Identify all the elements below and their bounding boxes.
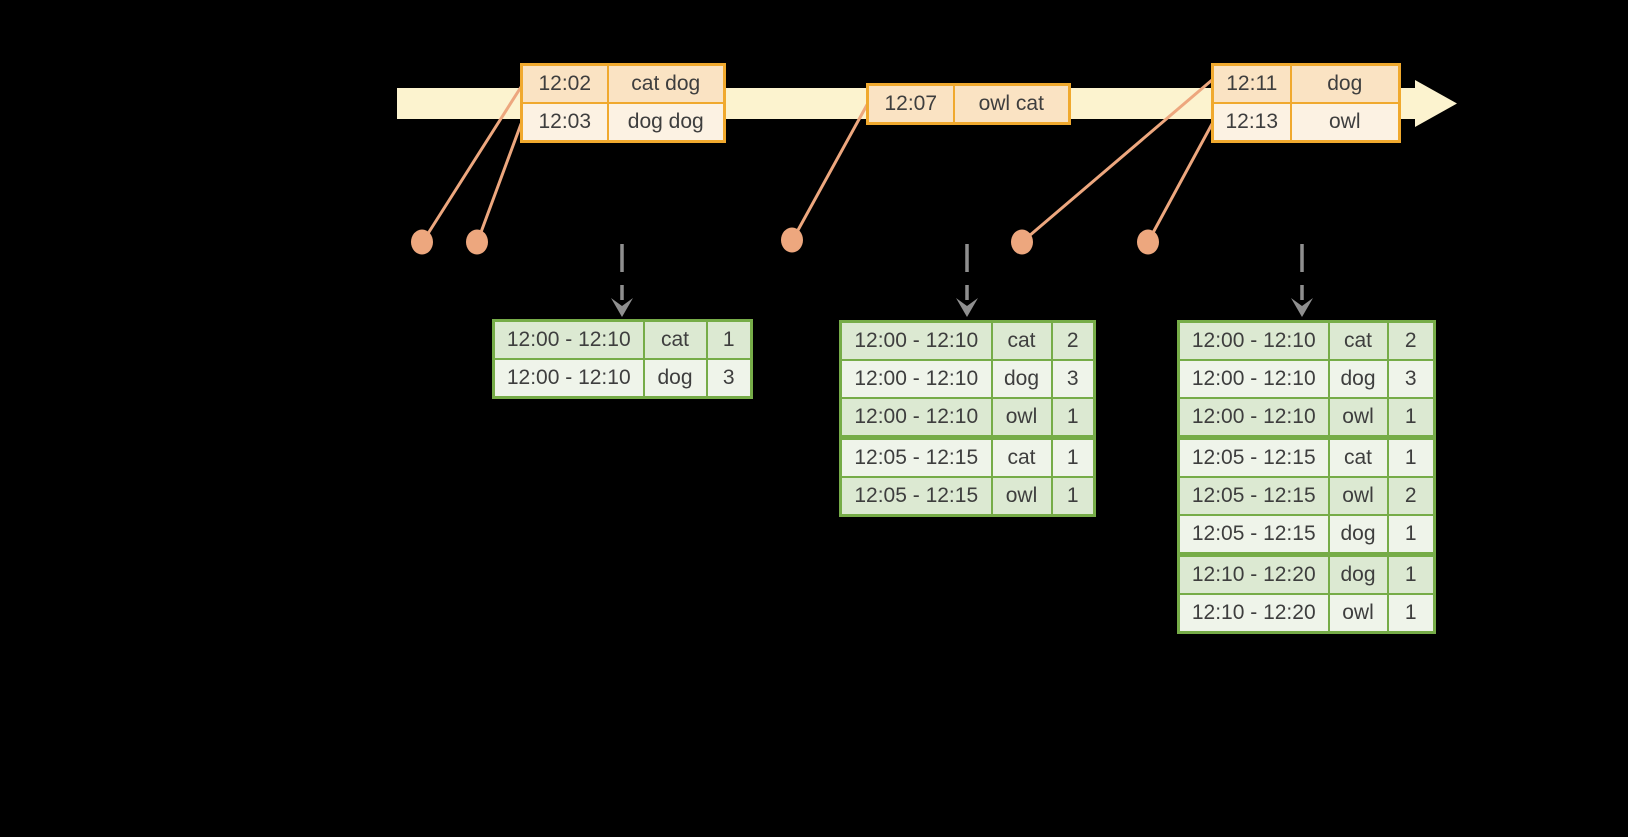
- event-words-cell: dog: [1289, 63, 1401, 104]
- result-window-cell: 12:00 - 12:10: [492, 358, 645, 399]
- event-connector-line: [1020, 78, 1214, 244]
- result-window-cell: 12:05 - 12:15: [1177, 514, 1330, 556]
- result-word-cell: owl: [1327, 476, 1389, 516]
- timeline-arrowhead-icon: [1415, 80, 1457, 127]
- event-time-cell: 12:13: [1211, 102, 1292, 143]
- result-count-cell: 3: [705, 358, 753, 399]
- result-count-cell: 1: [1050, 397, 1096, 439]
- result-count-cell: 1: [705, 319, 753, 360]
- result-count-cell: 1: [1386, 514, 1436, 556]
- event-connector-line: [420, 85, 523, 245]
- event-words-cell: dog dog: [606, 102, 726, 143]
- event-dot: [1137, 229, 1159, 255]
- result-word-cell: dog: [642, 358, 708, 399]
- event-words-cell: owl cat: [952, 83, 1071, 125]
- event-time-cell: 12:11: [1211, 63, 1292, 104]
- trigger-arrowhead-icon: [956, 298, 978, 317]
- result-window-cell: 12:00 - 12:10: [1177, 397, 1330, 439]
- result-word-cell: cat: [1327, 320, 1389, 361]
- event-dot: [411, 229, 433, 255]
- result-window-cell: 12:00 - 12:10: [1177, 359, 1330, 399]
- result-word-cell: cat: [990, 435, 1053, 478]
- event-dot: [1011, 229, 1033, 255]
- result-window-cell: 12:00 - 12:10: [839, 359, 993, 399]
- result-count-cell: 1: [1386, 397, 1436, 439]
- result-count-cell: 3: [1050, 359, 1096, 399]
- result-count-cell: 2: [1386, 476, 1436, 516]
- result-count-cell: 1: [1386, 552, 1436, 595]
- result-count-cell: 1: [1386, 435, 1436, 478]
- result-count-cell: 2: [1386, 320, 1436, 361]
- result-word-cell: owl: [990, 476, 1053, 517]
- result-window-cell: 12:05 - 12:15: [839, 476, 993, 517]
- result-word-cell: owl: [1327, 593, 1389, 634]
- event-connector-line: [1146, 122, 1214, 244]
- result-window-cell: 12:10 - 12:20: [1177, 593, 1330, 634]
- trigger-arrow: [956, 244, 978, 317]
- event-time-cell: 12:07: [866, 83, 955, 125]
- result-word-cell: cat: [642, 319, 708, 360]
- result-word-cell: dog: [1327, 514, 1389, 556]
- event-dot: [466, 229, 488, 255]
- result-window-cell: 12:10 - 12:20: [1177, 552, 1330, 595]
- event-time-cell: 12:03: [520, 102, 609, 143]
- trigger-arrowhead-icon: [1291, 298, 1313, 317]
- result-window-cell: 12:00 - 12:10: [839, 397, 993, 439]
- result-count-cell: 1: [1386, 593, 1436, 634]
- event-connector-line: [790, 101, 870, 243]
- result-window-cell: 12:00 - 12:10: [1177, 320, 1330, 361]
- result-count-cell: 1: [1050, 435, 1096, 478]
- result-count-cell: 3: [1386, 359, 1436, 399]
- result-count-cell: 1: [1050, 476, 1096, 517]
- result-word-cell: owl: [990, 397, 1053, 439]
- event-connector-line: [475, 122, 523, 245]
- result-word-cell: cat: [1327, 435, 1389, 478]
- result-word-cell: owl: [1327, 397, 1389, 439]
- trigger-arrowhead-icon: [611, 298, 633, 317]
- result-window-cell: 12:05 - 12:15: [1177, 476, 1330, 516]
- event-dot: [781, 227, 803, 253]
- result-word-cell: dog: [1327, 359, 1389, 399]
- result-window-cell: 12:00 - 12:10: [492, 319, 645, 360]
- result-window-cell: 12:05 - 12:15: [1177, 435, 1330, 478]
- result-window-cell: 12:05 - 12:15: [839, 435, 993, 478]
- event-words-cell: cat dog: [606, 63, 726, 104]
- result-word-cell: dog: [1327, 552, 1389, 595]
- result-word-cell: cat: [990, 320, 1053, 361]
- trigger-arrow: [1291, 244, 1313, 317]
- event-words-cell: owl: [1289, 102, 1401, 143]
- event-time-cell: 12:02: [520, 63, 609, 104]
- trigger-arrow: [611, 244, 633, 317]
- result-count-cell: 2: [1050, 320, 1096, 361]
- result-word-cell: dog: [990, 359, 1053, 399]
- result-window-cell: 12:00 - 12:10: [839, 320, 993, 361]
